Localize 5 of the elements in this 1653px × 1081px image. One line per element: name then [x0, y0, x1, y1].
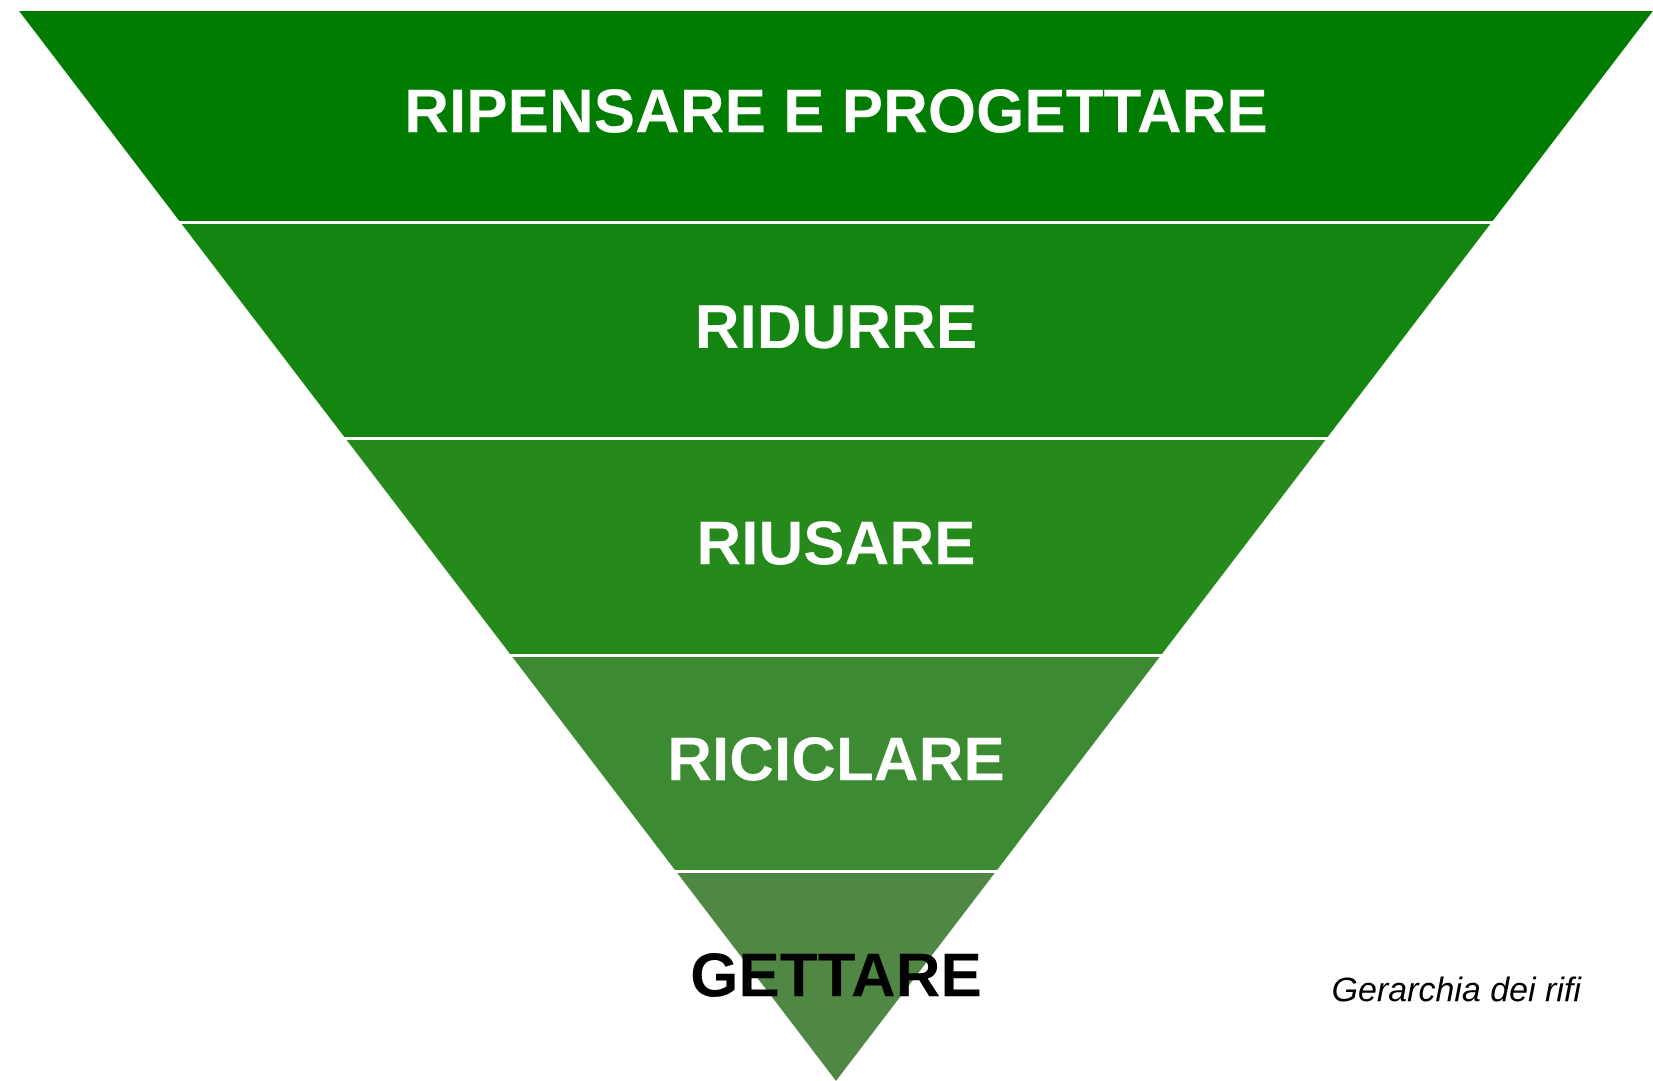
pyramid-band: RIPENSARE E PROGETTARE — [19, 11, 1653, 221]
pyramid-band: RICICLARE — [512, 657, 1160, 870]
caption: Gerarchia dei rifi — [1333, 976, 1582, 1002]
pyramid-band: RIDURRE — [181, 224, 1491, 437]
pyramid-band: RIUSARE — [346, 440, 1326, 654]
